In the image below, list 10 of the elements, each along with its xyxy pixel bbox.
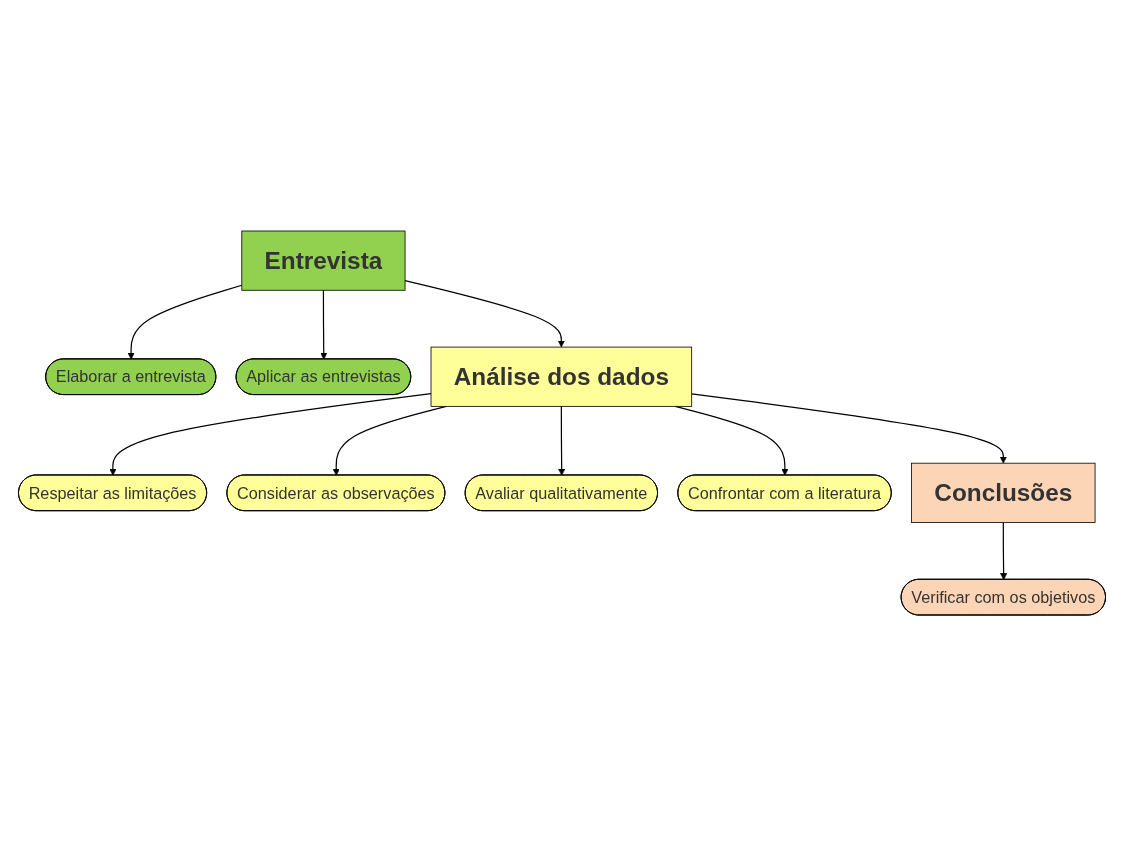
arrow (320, 289, 328, 360)
arrow (1000, 521, 1008, 580)
node-box: Conclusões (911, 462, 1096, 523)
node-box: Análise dos dados (430, 346, 693, 407)
arrow (109, 392, 432, 476)
arrow (558, 405, 566, 476)
arrow (404, 279, 565, 348)
arrow (127, 284, 243, 360)
arrow (691, 393, 1007, 464)
node-box: Entrevista (241, 230, 406, 291)
